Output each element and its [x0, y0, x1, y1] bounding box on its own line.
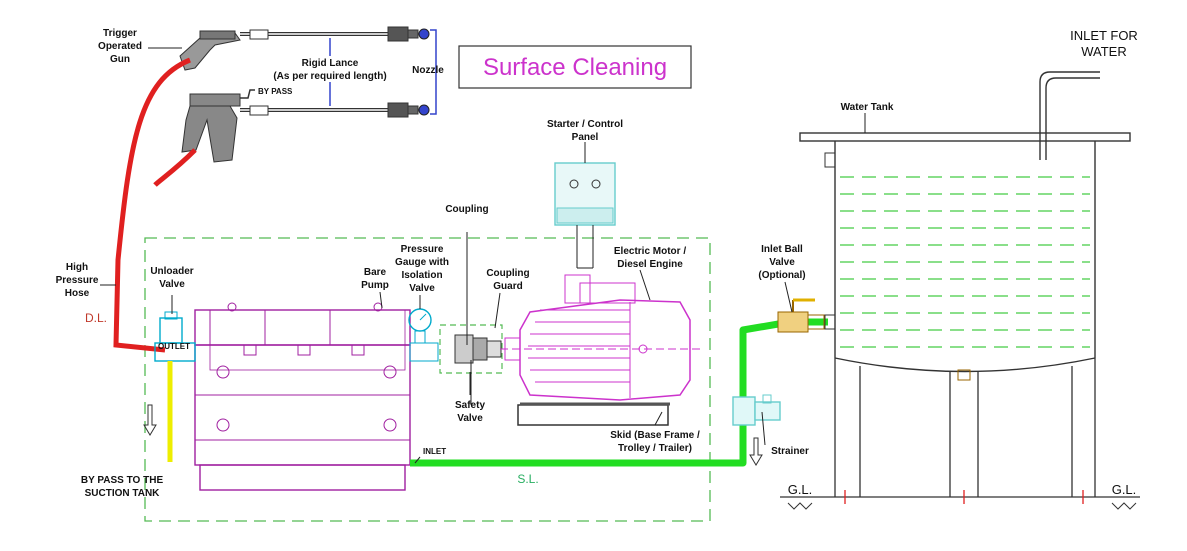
outlet-label: OUTLET [158, 342, 190, 351]
strainer-label: Strainer [771, 446, 809, 457]
ground-level-marks [844, 490, 1084, 504]
ball-valve-label-1: Inlet Ball [761, 244, 803, 255]
rigid-lance-label-1: Rigid Lance [302, 58, 359, 69]
high-pressure-hose [113, 57, 191, 353]
safety-valve-label-2: Valve [457, 413, 483, 424]
hose-label-3: Hose [65, 288, 90, 299]
title-box [458, 45, 692, 89]
pressure-gauge [408, 308, 439, 362]
dl-label: D.L. [85, 311, 107, 325]
coupling-label: Coupling [445, 204, 488, 215]
trigger-gun-bottom [181, 89, 255, 163]
hose-label-2: Pressure [56, 275, 99, 286]
ground-hatch-left [787, 502, 813, 510]
gl-left-label: G.L. [788, 482, 813, 497]
starter-panel [554, 162, 616, 269]
electric-motor [500, 274, 700, 401]
bare-pump [194, 302, 411, 491]
bypass-tank-label-2: SUCTION TANK [85, 488, 161, 499]
nozzle-label: Nozzle [412, 65, 444, 76]
skid-label-2: Trolley / Trailer) [618, 443, 692, 454]
leader-lines [100, 47, 866, 464]
bare-pump-label-1: Bare [364, 267, 387, 278]
bypass-hose [153, 148, 197, 187]
water-level-lines [840, 176, 1090, 348]
trigger-gun-label-3: Gun [110, 54, 130, 65]
inlet-ball-valve [777, 298, 825, 333]
bypass-arrow [143, 404, 157, 436]
unloader-valve-label-1: Unloader [150, 266, 193, 277]
skid-boundary [144, 237, 711, 522]
gauge-label-1: Pressure [401, 244, 444, 255]
bypass-tank-label-1: BY PASS TO THE [81, 475, 164, 486]
bare-pump-label-2: Pump [361, 280, 389, 291]
sl-label: S.L. [517, 472, 538, 486]
motor-label-2: Diesel Engine [617, 259, 683, 270]
by-pass-label: BY PASS [258, 87, 293, 96]
skid-frame [517, 404, 669, 426]
trigger-gun-label-2: Operated [98, 41, 142, 52]
strainer [732, 394, 781, 426]
trigger-gun-label-1: Trigger [103, 28, 137, 39]
gauge-label-2: Gauge with [395, 257, 449, 268]
inlet-water-label-2: WATER [1081, 44, 1127, 59]
inlet-water-label-1: INLET FOR [1070, 28, 1138, 43]
gauge-label-4: Valve [409, 283, 435, 294]
coupling-guard-label-2: Guard [493, 281, 522, 292]
coupling-guard-label-1: Coupling [486, 268, 529, 279]
ball-valve-label-2: Valve [769, 257, 795, 268]
gauge-label-3: Isolation [401, 270, 442, 281]
unloader-valve-label-2: Valve [159, 279, 185, 290]
gl-right-label: G.L. [1112, 482, 1137, 497]
nozzle-bracket [430, 29, 437, 115]
unloader-valve [154, 311, 196, 362]
rigid-lance-label-2: (As per required length) [273, 71, 386, 82]
water-tank [799, 71, 1131, 381]
skid-label-1: Skid (Base Frame / [610, 430, 700, 441]
rigid-lance-top [240, 26, 430, 42]
starter-panel-label-1: Starter / Control [547, 119, 623, 130]
tank-legs [780, 358, 1140, 498]
ground-hatch-right [1111, 502, 1137, 510]
hose-label-1: High [66, 262, 88, 273]
diagram-title: Surface Cleaning [483, 54, 667, 81]
rigid-lance-bottom [240, 102, 430, 118]
water-tank-label: Water Tank [841, 102, 894, 113]
ball-valve-label-3: (Optional) [758, 270, 805, 281]
trigger-gun-top [179, 30, 241, 71]
motor-label-1: Electric Motor / [614, 246, 686, 257]
safety-valve-label-1: Safety [455, 400, 485, 411]
suction-arrow [749, 437, 763, 466]
inlet-label: INLET [423, 447, 446, 456]
coupling [454, 232, 502, 405]
starter-panel-label-2: Panel [572, 132, 599, 143]
